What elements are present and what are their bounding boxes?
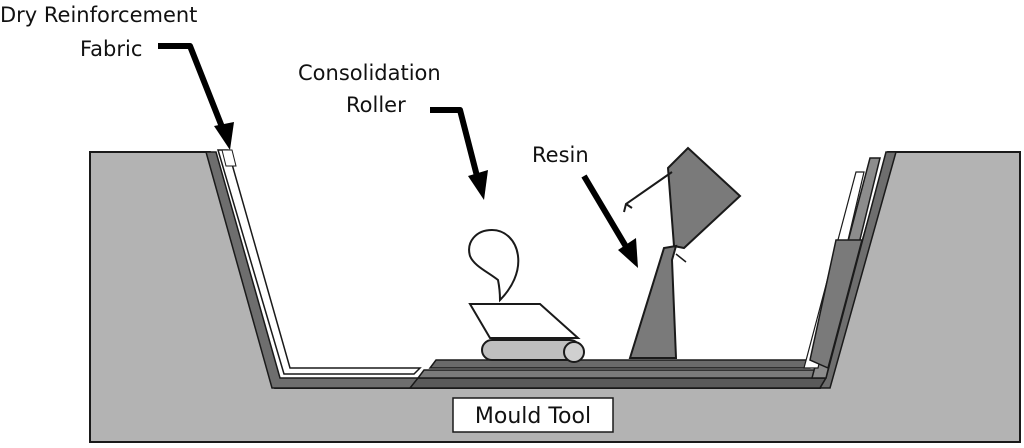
label-fabric-line2: Fabric bbox=[80, 37, 142, 61]
resin-nozzle-tip bbox=[675, 253, 687, 263]
laminate-floor-mid bbox=[416, 369, 832, 379]
arrow-resin bbox=[581, 174, 638, 268]
dry-fabric-strip bbox=[221, 149, 237, 167]
mould-tool-label-box bbox=[452, 397, 614, 433]
label-mould-tool: Mould Tool bbox=[475, 404, 591, 429]
consolidation-roller bbox=[468, 228, 585, 363]
resin-dispenser bbox=[623, 146, 742, 359]
laminate-floor-bottom bbox=[408, 377, 828, 389]
roller-wheel bbox=[563, 341, 585, 363]
roller-frame bbox=[468, 303, 581, 339]
label-resin: Resin bbox=[532, 143, 589, 167]
roller-handle bbox=[468, 228, 520, 303]
label-roller-line1: Consolidation bbox=[298, 61, 441, 85]
arrow-fabric bbox=[158, 43, 234, 150]
laminate-floor-top bbox=[428, 359, 817, 369]
label-roller-line2: Roller bbox=[346, 93, 406, 117]
laminate-right-outer bbox=[818, 151, 897, 389]
resin-hopper bbox=[666, 146, 742, 250]
arrow-roller bbox=[430, 107, 488, 200]
laminate-right-block bbox=[809, 239, 863, 370]
label-fabric-line1: Dry Reinforcement bbox=[0, 3, 197, 27]
resin-handle bbox=[623, 171, 673, 213]
resin-spout bbox=[628, 244, 678, 359]
